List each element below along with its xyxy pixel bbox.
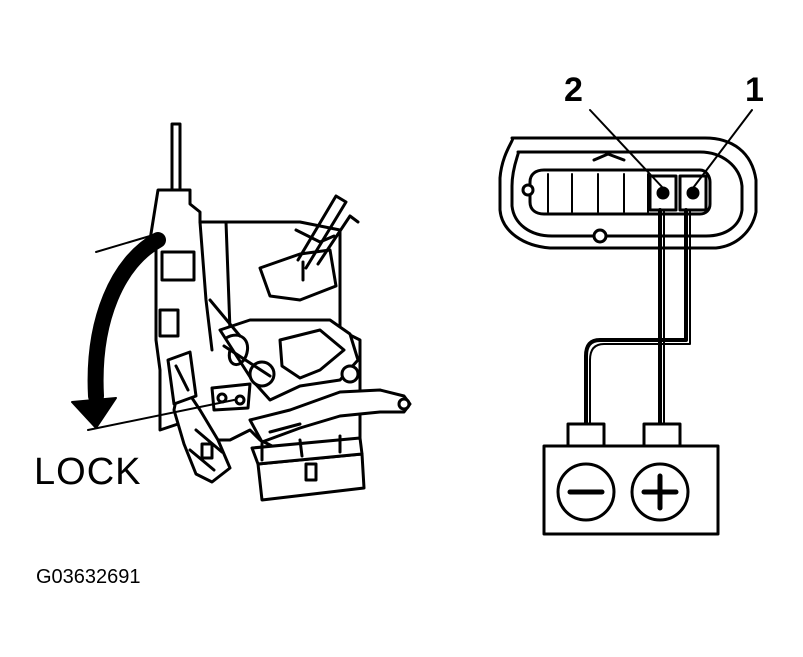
- negative-terminal-icon: [556, 462, 616, 522]
- lock-label: LOCK: [34, 451, 142, 493]
- lock-direction-arrow-icon: [71, 232, 166, 429]
- battery: [542, 422, 720, 536]
- positive-terminal-icon: [630, 462, 690, 522]
- door-lock-assembly: [148, 122, 412, 502]
- lock-leader-line: [87, 399, 235, 431]
- pin-2-leader-line: [589, 109, 664, 189]
- actuator-connector: [498, 136, 758, 250]
- pin-1-leader-line: [692, 109, 753, 189]
- test-leads: [584, 208, 691, 432]
- pin-1-label: 1: [745, 71, 764, 109]
- pin-2-label: 2: [564, 71, 583, 109]
- figure-id: G03632691: [36, 566, 141, 588]
